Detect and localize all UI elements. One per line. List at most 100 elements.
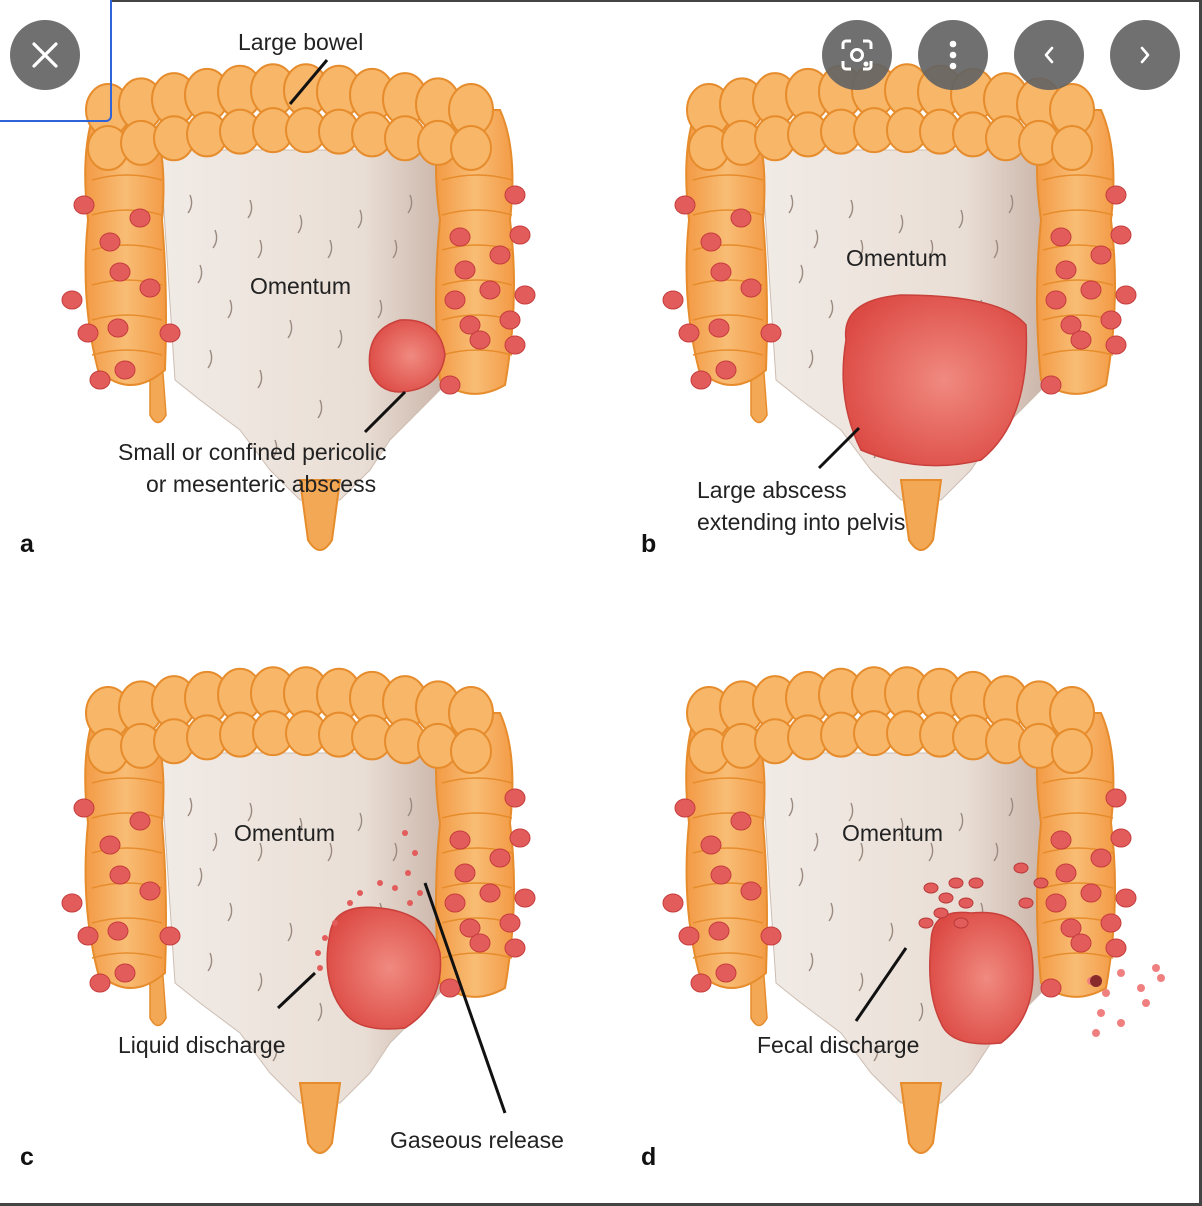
large-bowel-label: Large bowel [238,29,364,55]
fecal-fragment [938,892,954,904]
haustral-fold [441,279,513,286]
omentum-fold [392,842,398,862]
more-options-button[interactable] [918,20,988,90]
diverticulum [89,370,111,390]
close-icon [32,42,58,68]
diverticulum [139,881,161,901]
gaseous-release-label: Gaseous release [390,1127,564,1153]
colon-illustration-d [662,666,1165,1154]
fecal-discharge-label: Fecal discharge [757,1032,920,1058]
omentum-fold [848,199,854,219]
rectum-shape [298,479,342,551]
panel-letter-d: d [641,1143,657,1171]
diverticulum [444,893,466,913]
abscess-label-line2: extending into pelvis [697,509,906,535]
haustral-fold [441,174,513,181]
diverticulum [454,260,476,280]
omentum-fold [888,922,894,942]
diverticulum [1070,330,1092,350]
perforation-spray [1137,984,1145,992]
omentum-fold [272,439,278,459]
haustral-fold [692,314,764,321]
diverticulum [1115,285,1137,305]
fecal-fragment [923,882,939,894]
haustral-fold [91,314,163,321]
diverticulum [504,335,526,355]
colon-illustration-a [61,59,536,551]
diverticulum [439,978,461,998]
omentum-fold [197,264,203,284]
omentum-fold [287,319,293,339]
omentum-fold [207,952,213,972]
omentum-fold [788,194,794,214]
diverticulum [504,185,526,205]
diverticulum [1055,863,1077,883]
gas-bubble [322,935,328,941]
diverticulum [710,262,732,282]
close-button[interactable] [10,20,80,90]
omentum-fold [828,299,834,319]
omentum-fold [928,239,934,259]
diverticulum [1040,978,1062,998]
gas-bubble [347,900,353,906]
haustrum [1051,125,1093,171]
diverticulum [469,933,491,953]
panel-letter-a: a [20,530,34,558]
previous-image-button[interactable] [1014,20,1084,90]
omentum-fold [958,812,964,832]
haustral-fold [1042,174,1114,181]
diverticulum [159,926,181,946]
omentum-fold [227,299,233,319]
omentum-fold [327,239,333,259]
next-image-button[interactable] [1110,20,1180,90]
omentum-label: Omentum [846,245,947,271]
haustral-fold [91,917,163,924]
omentum-fold [858,842,864,862]
fecal-discharge-pointer [854,947,908,1022]
panel-c: Omentum Liquid discharge Gaseous release… [0,603,601,1206]
omentum-label: Omentum [842,820,943,846]
colon-illustration-b [662,63,1137,551]
visual-search-icon [841,39,873,71]
perforation-spray [1097,1009,1105,1017]
diverticulum [1090,245,1112,265]
omentum-fold [392,239,398,259]
omentum-fold [197,867,203,887]
omentum-fold [247,802,253,822]
diverticulum [730,208,752,228]
gas-bubble [417,890,423,896]
haustral-fold [441,882,513,889]
omentum-fold [317,1002,323,1022]
haustral-fold [91,952,163,959]
diverticulum [1100,310,1122,330]
gas-bubble [332,920,338,926]
omentum-fold [828,902,834,922]
visual-search-button[interactable] [822,20,892,90]
diverticulum [509,225,531,245]
diverticulum [1050,227,1072,247]
diverticulum [1060,315,1082,335]
gas-bubble [405,870,411,876]
diverticulum [1110,828,1132,848]
diverticulum [708,318,730,338]
fecal-fragment [958,897,974,909]
diverticulum [710,865,732,885]
diverticulum [678,323,700,343]
omentum-fold [212,832,218,852]
omentum-fold [357,209,363,229]
abscess-label-line1: Small or confined pericolic [118,439,387,465]
gas-bubble [317,965,323,971]
diverticulum [449,830,471,850]
perforation-spray [1117,1019,1125,1027]
diverticulum [674,798,696,818]
small-abscess [368,319,446,393]
omentum-fold [187,797,193,817]
diverticulum [1105,938,1127,958]
haustral-fold [91,777,163,784]
omentum-fold [257,972,263,992]
diverticulum [1090,848,1112,868]
diverticulum [1045,893,1067,913]
omentum-fold [297,817,303,837]
diverticulum [99,835,121,855]
haustral-fold [692,917,764,924]
